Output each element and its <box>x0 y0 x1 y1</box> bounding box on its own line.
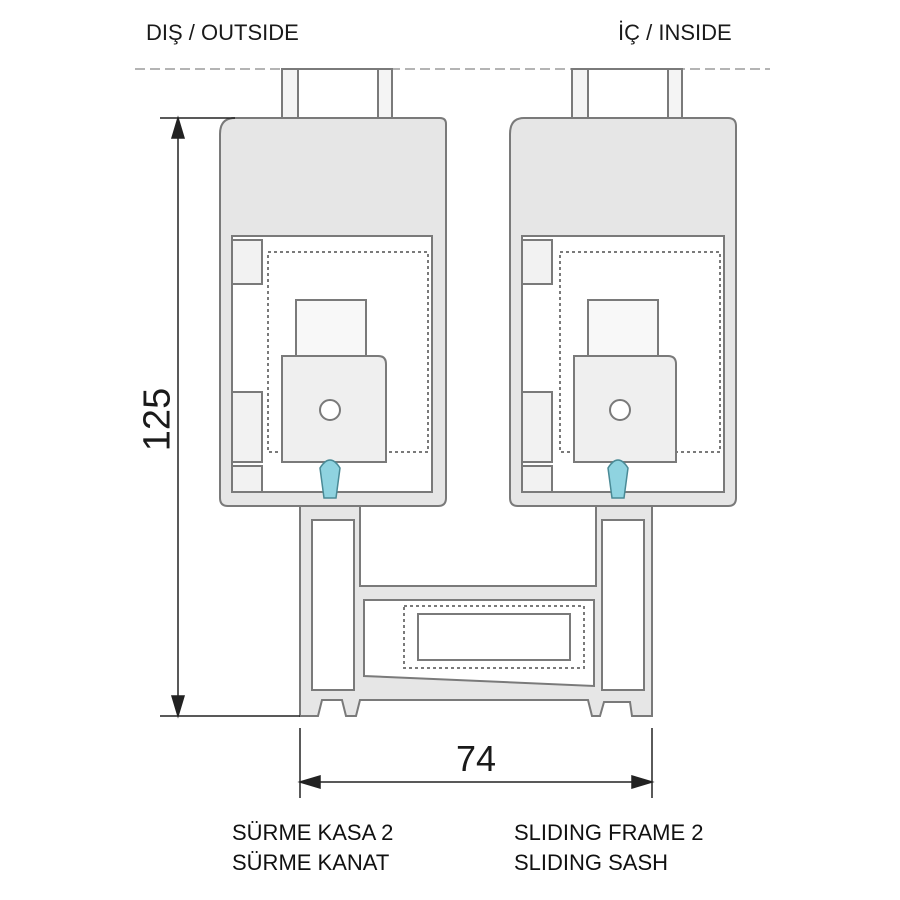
gasket-right <box>607 459 629 499</box>
caption-english: SLIDING FRAME 2 SLIDING SASH <box>514 818 703 878</box>
sash-left <box>219 117 447 507</box>
height-dimension <box>160 115 300 719</box>
width-dimension-value: 74 <box>456 738 497 779</box>
caption-tr-line2: SÜRME KANAT <box>232 850 390 875</box>
caption-turkish: SÜRME KASA 2 SÜRME KANAT <box>232 818 393 878</box>
height-dimension-value: 125 <box>136 387 179 452</box>
bottom-frame <box>299 505 653 717</box>
sash-right <box>509 117 737 507</box>
outside-label: DIŞ / OUTSIDE <box>146 20 299 45</box>
inside-label: İÇ / INSIDE <box>618 20 732 45</box>
caption-en-line2: SLIDING SASH <box>514 850 669 875</box>
caption-tr-line1: SÜRME KASA 2 <box>232 820 394 845</box>
width-dimension <box>297 728 655 798</box>
caption-en-line1: SLIDING FRAME 2 <box>514 820 704 845</box>
gasket-left <box>319 459 341 499</box>
